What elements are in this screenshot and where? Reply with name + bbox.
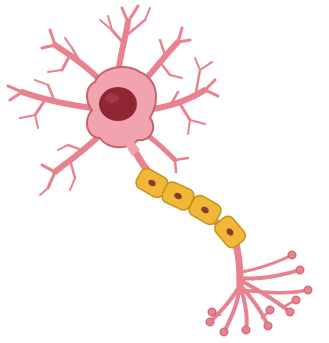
- axon-terminal-knob-5: [296, 266, 304, 274]
- axon-terminal-knob-6: [288, 251, 296, 259]
- dendrite-branch-38: [205, 80, 215, 90]
- nucleus: [99, 87, 137, 121]
- dendrite-branch-19: [20, 115, 35, 118]
- dendrite-branch-14: [65, 38, 72, 48]
- terminal-branch-1: [224, 285, 240, 332]
- dendrite-branch-49: [175, 160, 176, 172]
- dendrite-branch-21: [35, 80, 48, 85]
- dendrite-branch-26: [70, 160, 75, 178]
- dendrite-branch-8: [55, 45, 100, 80]
- terminal-branch-7: [240, 290, 308, 293]
- nucleus-highlight: [105, 93, 119, 103]
- axon-terminal-knob-1: [220, 328, 228, 336]
- dendrite-branch-17: [10, 92, 22, 100]
- axon-terminal-knob-0: [206, 318, 214, 326]
- dendrite-branch-34: [160, 62, 170, 75]
- dendrite-branch-15: [22, 92, 92, 108]
- dendrite-branch-36: [160, 40, 165, 55]
- dendrite-branch-45: [195, 58, 200, 70]
- dendrite-branch-11: [62, 55, 70, 70]
- axon-terminal-knob-3: [264, 322, 272, 330]
- dendrite-branch-41: [190, 120, 205, 124]
- dendrite-branch-12: [48, 70, 62, 72]
- axon-terminals: [206, 251, 312, 336]
- dendrite-branch-22: [35, 115, 38, 128]
- dendrite-branch-28: [68, 145, 82, 150]
- dendrite-branch-46: [200, 62, 212, 70]
- dendrite-branch-42: [188, 120, 190, 134]
- dendrite-branch-16: [8, 86, 22, 92]
- axon-terminal-knob-8: [208, 308, 216, 316]
- dendrite-branch-33: [178, 28, 182, 42]
- axon-terminal-knob-2: [242, 326, 250, 334]
- dendrite-branch-23: [55, 135, 100, 172]
- terminal-branch-6: [242, 255, 292, 272]
- cell-body: [87, 67, 156, 156]
- axon-terminal-knob-10: [292, 296, 300, 304]
- axon-terminal-knob-9: [266, 306, 274, 314]
- dendrite-branch-25: [48, 172, 55, 188]
- dendrite-branch-48: [175, 158, 188, 160]
- dendrite-branch-18: [35, 100, 45, 115]
- axon-shaft: [130, 140, 240, 290]
- dendrite-branch-40: [180, 104, 190, 120]
- dendrite-branch-27: [70, 178, 75, 190]
- dendrite-branch-2: [128, 6, 138, 22]
- dendrite-branch-30: [40, 188, 48, 195]
- dendrite-branch-35: [170, 75, 182, 78]
- axon-terminal-knob-4: [286, 308, 294, 316]
- dendrite-branch-10: [50, 30, 55, 45]
- dendrite-branch-7: [145, 8, 150, 20]
- myelin-sheath: [134, 166, 249, 251]
- dendrite-branch-1: [122, 8, 128, 22]
- dendrite-branch-24: [42, 165, 55, 172]
- dendrite-branch-39: [205, 90, 218, 96]
- axon: [130, 140, 240, 290]
- dendrite-branch-9: [42, 45, 55, 48]
- dendrite-branch-29: [58, 145, 68, 150]
- axon-terminal-knob-7: [304, 286, 312, 294]
